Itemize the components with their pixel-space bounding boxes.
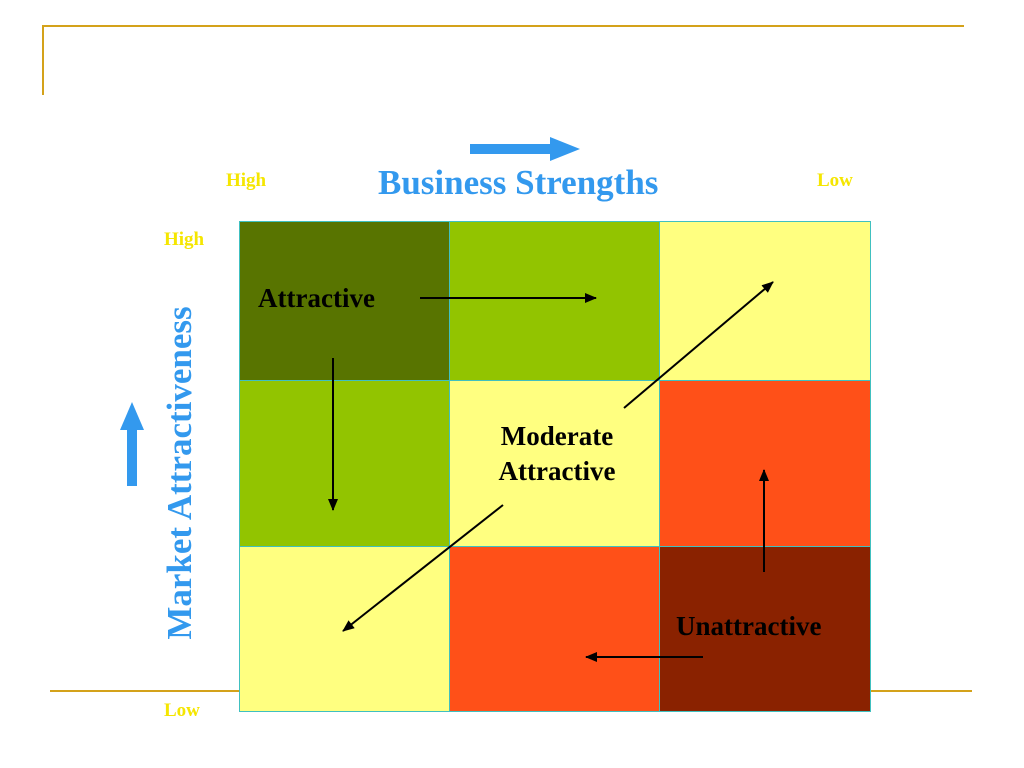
label-moderate-line2: Attractive <box>498 456 616 486</box>
x-axis-low-label: Low <box>817 170 853 191</box>
label-attractive: Attractive <box>258 283 375 313</box>
matrix-cell-r3-c3 <box>659 546 871 712</box>
x-axis-title: Business Strengths <box>378 163 659 202</box>
y-axis-low-label: Low <box>164 700 200 721</box>
arrow-moderate-down-left <box>342 504 504 632</box>
matrix-cell-r2-c3 <box>659 380 871 547</box>
matrix-cell-r1-c2 <box>449 221 660 381</box>
matrix-cell-r1-c3 <box>659 221 871 381</box>
matrix-cell-r3-c2 <box>449 546 660 712</box>
left-accent-line <box>42 25 44 95</box>
y-axis-direction-arrow-icon <box>120 402 144 486</box>
label-moderate-line1: Moderate <box>500 421 614 451</box>
label-moderate-attractive: Moderate Attractive <box>457 419 657 489</box>
y-axis-high-label: High <box>164 229 205 250</box>
matrix-cell-r1-c1 <box>239 221 450 381</box>
x-axis-direction-arrow-icon <box>470 137 580 161</box>
arrow-moderate-up-right <box>623 281 774 409</box>
top-accent-line <box>42 25 964 27</box>
label-unattractive: Unattractive <box>676 611 822 641</box>
x-axis-high-label: High <box>226 170 267 191</box>
matrix-cell-r2-c1 <box>239 380 450 547</box>
